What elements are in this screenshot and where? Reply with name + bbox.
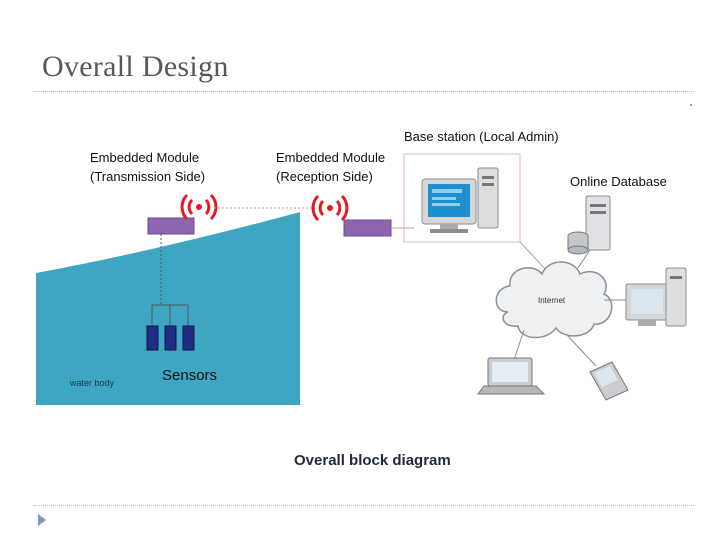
mobile-phone-icon (589, 361, 629, 401)
rx-antenna-icon (311, 194, 349, 222)
online-database-label: Online Database (570, 174, 667, 189)
rx-module-label-line1: Embedded Module (276, 150, 386, 165)
internet-label: Internet (538, 296, 566, 305)
base-station-label: Base station (Local Admin) (404, 129, 559, 144)
network-links (513, 249, 628, 367)
sensors-label: Sensors (162, 367, 218, 384)
footer-divider (34, 505, 694, 506)
base-station-computer-icon (421, 167, 499, 233)
water-body-label: water body (70, 378, 115, 388)
base-to-internet-link (519, 241, 549, 273)
bullet-arrow-icon (38, 514, 46, 526)
rx-module-label: Embedded Module (Reception Side) (276, 148, 385, 186)
tx-module-label: Embedded Module (Transmission Side) (90, 148, 205, 186)
sensor-1 (146, 325, 159, 351)
internet-cloud-icon (495, 261, 613, 339)
sensor-2 (164, 325, 177, 351)
title-divider (34, 91, 694, 92)
tx-antenna-icon (180, 193, 218, 221)
water-body-shape (36, 212, 300, 405)
desktop-computer-icon (625, 267, 687, 327)
corner-dot (690, 104, 692, 106)
laptop-icon (477, 357, 546, 395)
tx-module-bar (147, 217, 195, 235)
base-station-frame (403, 153, 521, 243)
tx-module-label-line2: (Transmission Side) (90, 169, 206, 184)
database-server-icon (567, 195, 611, 255)
slide-title: Overall Design (42, 50, 229, 83)
sensor-3 (182, 325, 195, 351)
tx-module-label-line1: Embedded Module (90, 150, 200, 165)
rx-module-bar (343, 219, 392, 237)
rx-module-label-line2: (Reception Side) (276, 169, 373, 184)
diagram-caption: Overall block diagram (294, 452, 451, 469)
sensor-wiring (151, 234, 189, 326)
